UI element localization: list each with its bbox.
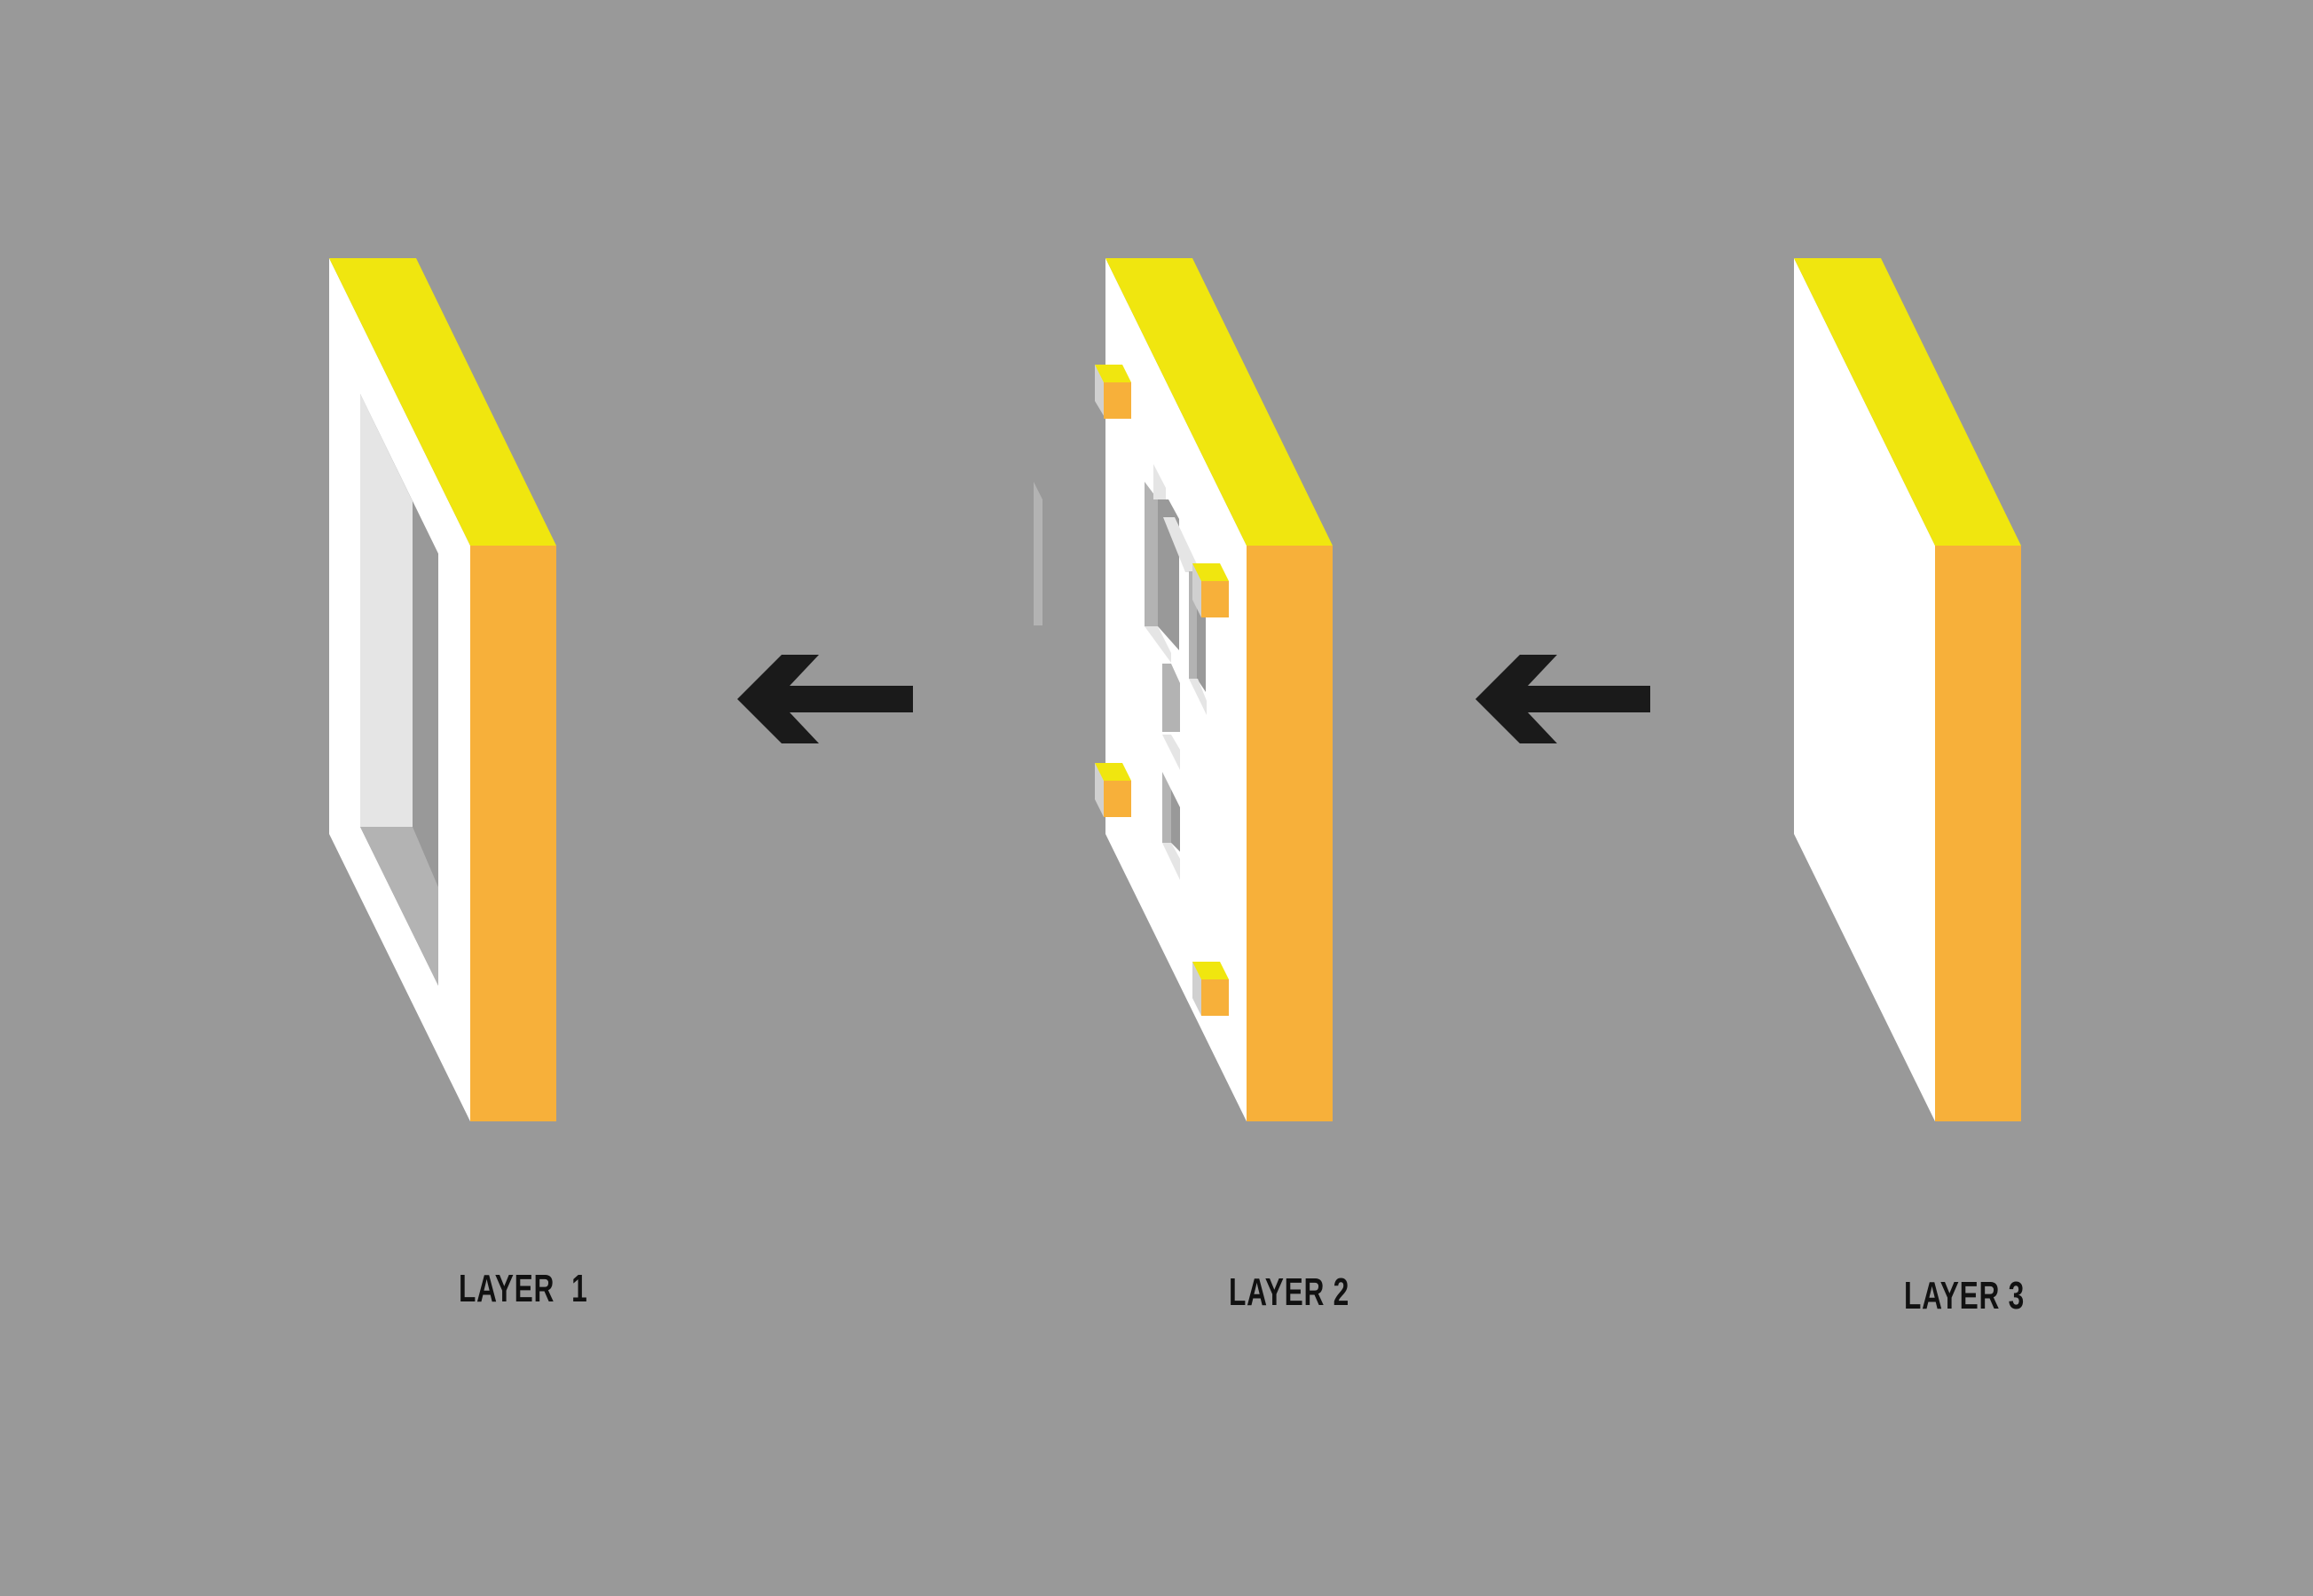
arrow-left-icon — [1475, 655, 1650, 743]
layer-1-hole-bottom-wall — [360, 827, 438, 986]
layer-3-top — [1794, 258, 2021, 546]
layer-1-side — [470, 546, 556, 1121]
layer-1-hole-left-wall — [360, 394, 413, 827]
layer-2-slots — [1145, 464, 1207, 880]
layer-3-panel — [1794, 258, 2021, 1121]
arrow-left-icon — [737, 655, 913, 743]
layer-2-top — [1105, 258, 1333, 546]
layer-2-slot — [1034, 482, 1042, 625]
layer-2-label: LAYER 2 — [1229, 1270, 1349, 1314]
layer-2-panel — [1034, 258, 1333, 1121]
layer-2-peg — [1192, 563, 1229, 617]
layer-2-peg — [1192, 962, 1229, 1016]
layer-3-label: LAYER 3 — [1904, 1274, 2025, 1317]
layer-2-peg — [1095, 365, 1131, 419]
layer-3-face — [1794, 258, 1935, 1121]
layer-1-label: LAYER 1 — [459, 1267, 588, 1310]
layer-3-side — [1935, 546, 2021, 1121]
layer-1-top — [329, 258, 556, 546]
layer-2-peg — [1095, 763, 1131, 817]
layer-1-frame — [329, 258, 556, 1121]
layer-2-side — [1247, 546, 1333, 1121]
